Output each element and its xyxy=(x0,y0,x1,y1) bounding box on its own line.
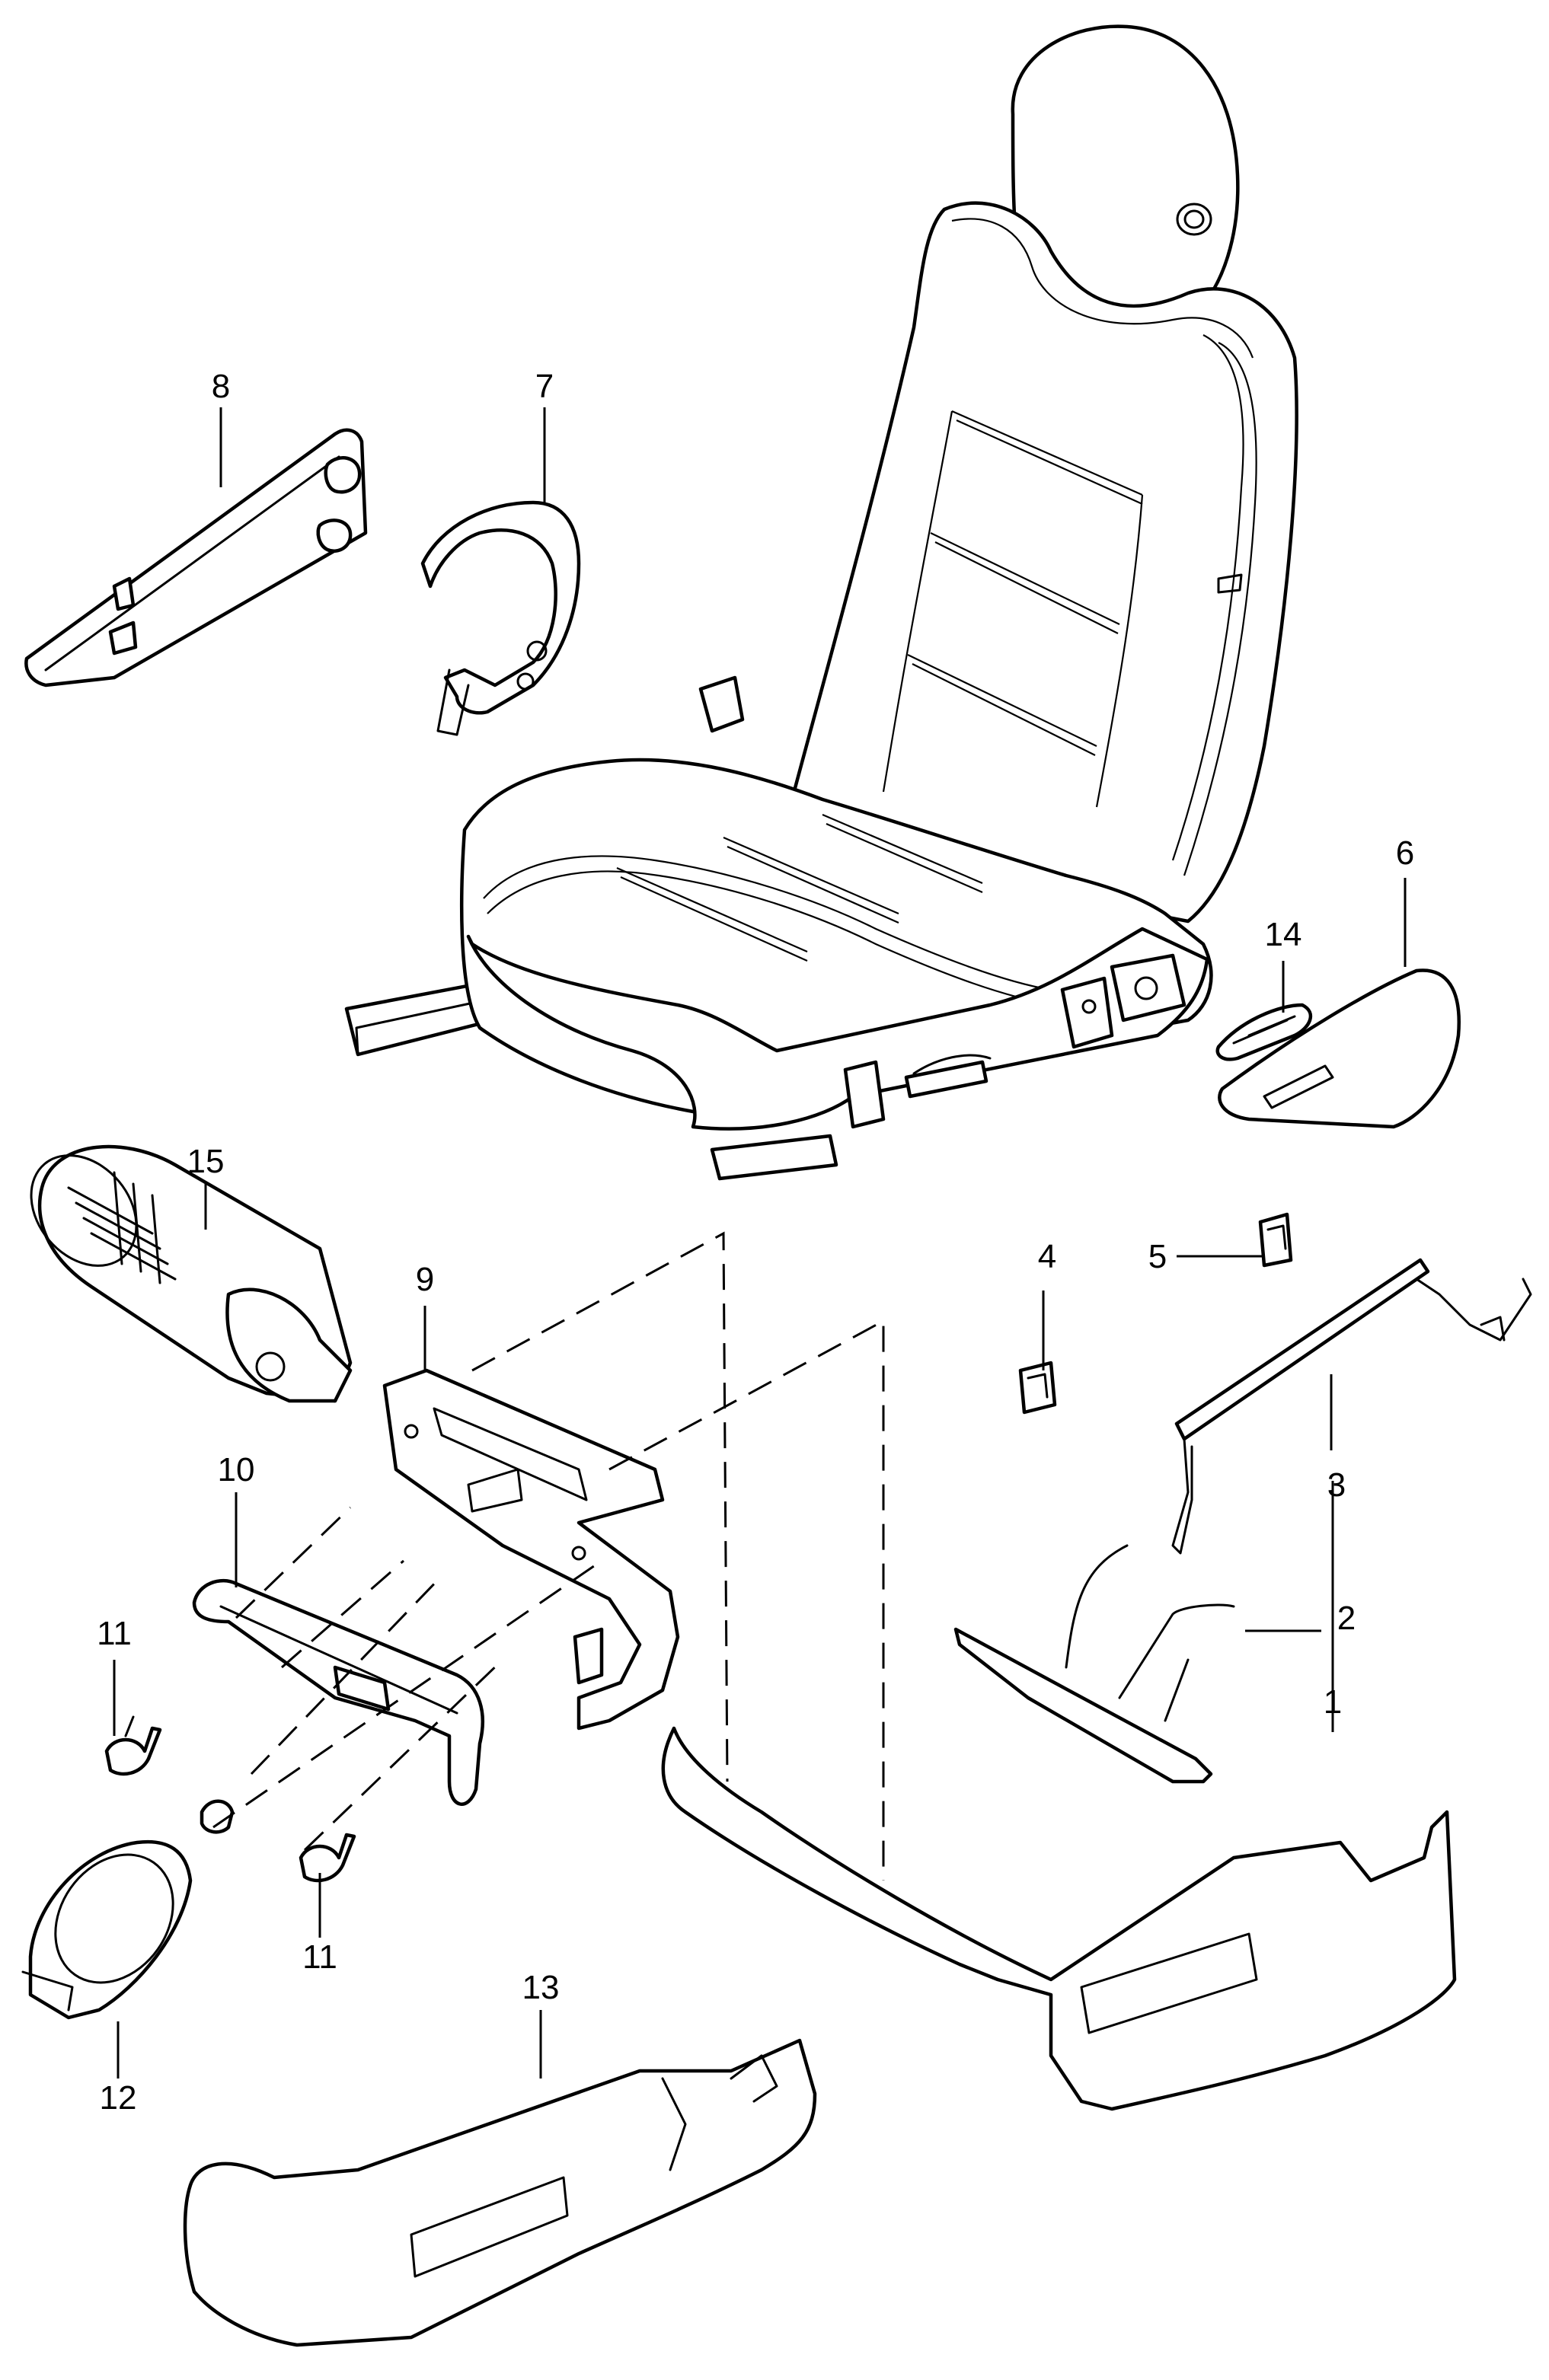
seat-assembly xyxy=(344,24,1298,1181)
callout-8: 8 xyxy=(212,368,230,405)
callout-15: 15 xyxy=(187,1143,225,1180)
part-14-clip xyxy=(1215,1003,1312,1061)
callout-3: 3 xyxy=(1327,1466,1346,1504)
callout-7: 7 xyxy=(535,368,554,405)
part-9-bracket-plate xyxy=(382,1368,680,1731)
callout-11-lower: 11 xyxy=(302,1938,337,1976)
callout-4: 4 xyxy=(1038,1238,1056,1275)
part-3-rail xyxy=(1171,1258,1532,1555)
leader-lines xyxy=(113,407,1407,2079)
part-11-screw-c xyxy=(200,1799,235,1834)
callout-labels: 1 2 3 4 5 6 7 8 9 10 11 11 12 13 14 15 xyxy=(97,368,1414,2117)
part-8-backrest-trim xyxy=(24,428,368,688)
part-12-cap xyxy=(21,1839,193,2020)
part-1-base-trim xyxy=(661,1726,1457,2111)
part-15-cylinder xyxy=(30,1144,353,1403)
callout-6: 6 xyxy=(1396,834,1414,872)
part-7-bracket xyxy=(420,500,581,736)
part-10-rail xyxy=(192,1578,484,1806)
callout-14: 14 xyxy=(1265,916,1302,953)
callout-11-upper: 11 xyxy=(97,1615,132,1652)
callout-5: 5 xyxy=(1148,1238,1167,1275)
part-4-clip xyxy=(1018,1361,1057,1415)
callout-2: 2 xyxy=(1337,1600,1356,1637)
callout-1: 1 xyxy=(1324,1683,1342,1721)
part-5-clip xyxy=(1258,1212,1293,1268)
callout-12: 12 xyxy=(100,2079,137,2117)
part-11-screw-b xyxy=(299,1833,356,1883)
callout-13: 13 xyxy=(522,1969,560,2006)
part-2-bracket xyxy=(953,1544,1235,1784)
callout-9: 9 xyxy=(416,1261,434,1298)
callout-10: 10 xyxy=(218,1451,255,1488)
assembly-guide-lines xyxy=(212,1231,885,1881)
part-6-side-cover xyxy=(1218,968,1461,1129)
part-11-screw-a xyxy=(104,1715,162,1776)
part-13-side-panel xyxy=(183,2038,817,2347)
